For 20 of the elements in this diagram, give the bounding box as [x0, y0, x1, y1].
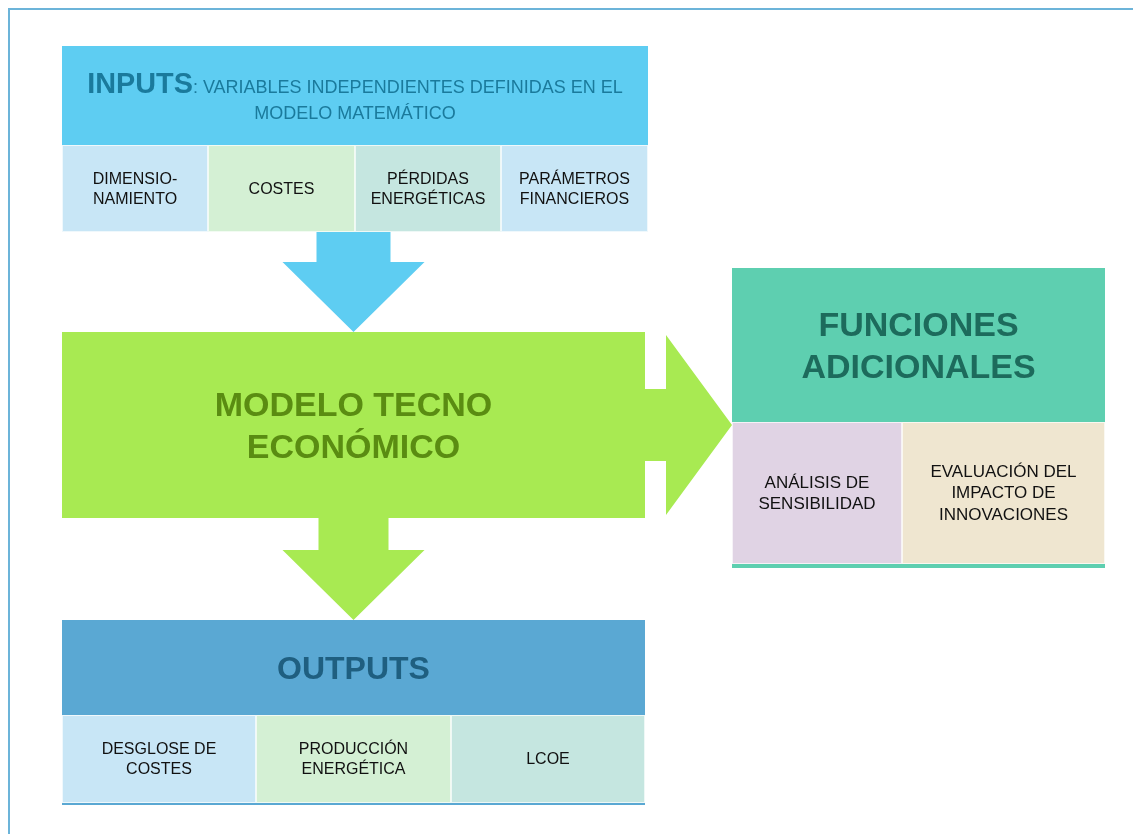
category-cell: DIMENSIO- NAMIENTO — [62, 145, 208, 232]
panel-title: MODELO TECNO ECONÓMICO — [213, 383, 494, 467]
block-arrow — [645, 335, 732, 515]
category-cell: PRODUCCIÓN ENERGÉTICA — [256, 715, 451, 803]
panel — [62, 620, 645, 805]
category-cell: ANÁLISIS DE SENSIBILIDAD — [732, 422, 902, 564]
panel-title: FUNCIONES ADICIONALES — [800, 303, 1037, 387]
panel-title: OUTPUTS — [277, 648, 430, 688]
category-cell: PARÁMETROS FINANCIEROS — [501, 145, 648, 232]
panel — [732, 268, 1105, 568]
category-cell: DESGLOSE DE COSTES — [62, 715, 256, 803]
panel — [62, 332, 645, 518]
block-arrow — [282, 518, 425, 620]
panel — [62, 46, 648, 232]
panel-title: INPUTS: VARIABLES INDEPENDIENTES DEFINIDAS EN EL MODELO MATEMÁTICO — [86, 66, 624, 125]
category-cell: LCOE — [451, 715, 645, 803]
category-cell: PÉRDIDAS ENERGÉTICAS — [355, 145, 501, 232]
category-cell: COSTES — [208, 145, 355, 232]
block-arrow — [282, 232, 425, 332]
category-cell: EVALUACIÓN DEL IMPACTO DE INNOVACIONES — [902, 422, 1105, 564]
